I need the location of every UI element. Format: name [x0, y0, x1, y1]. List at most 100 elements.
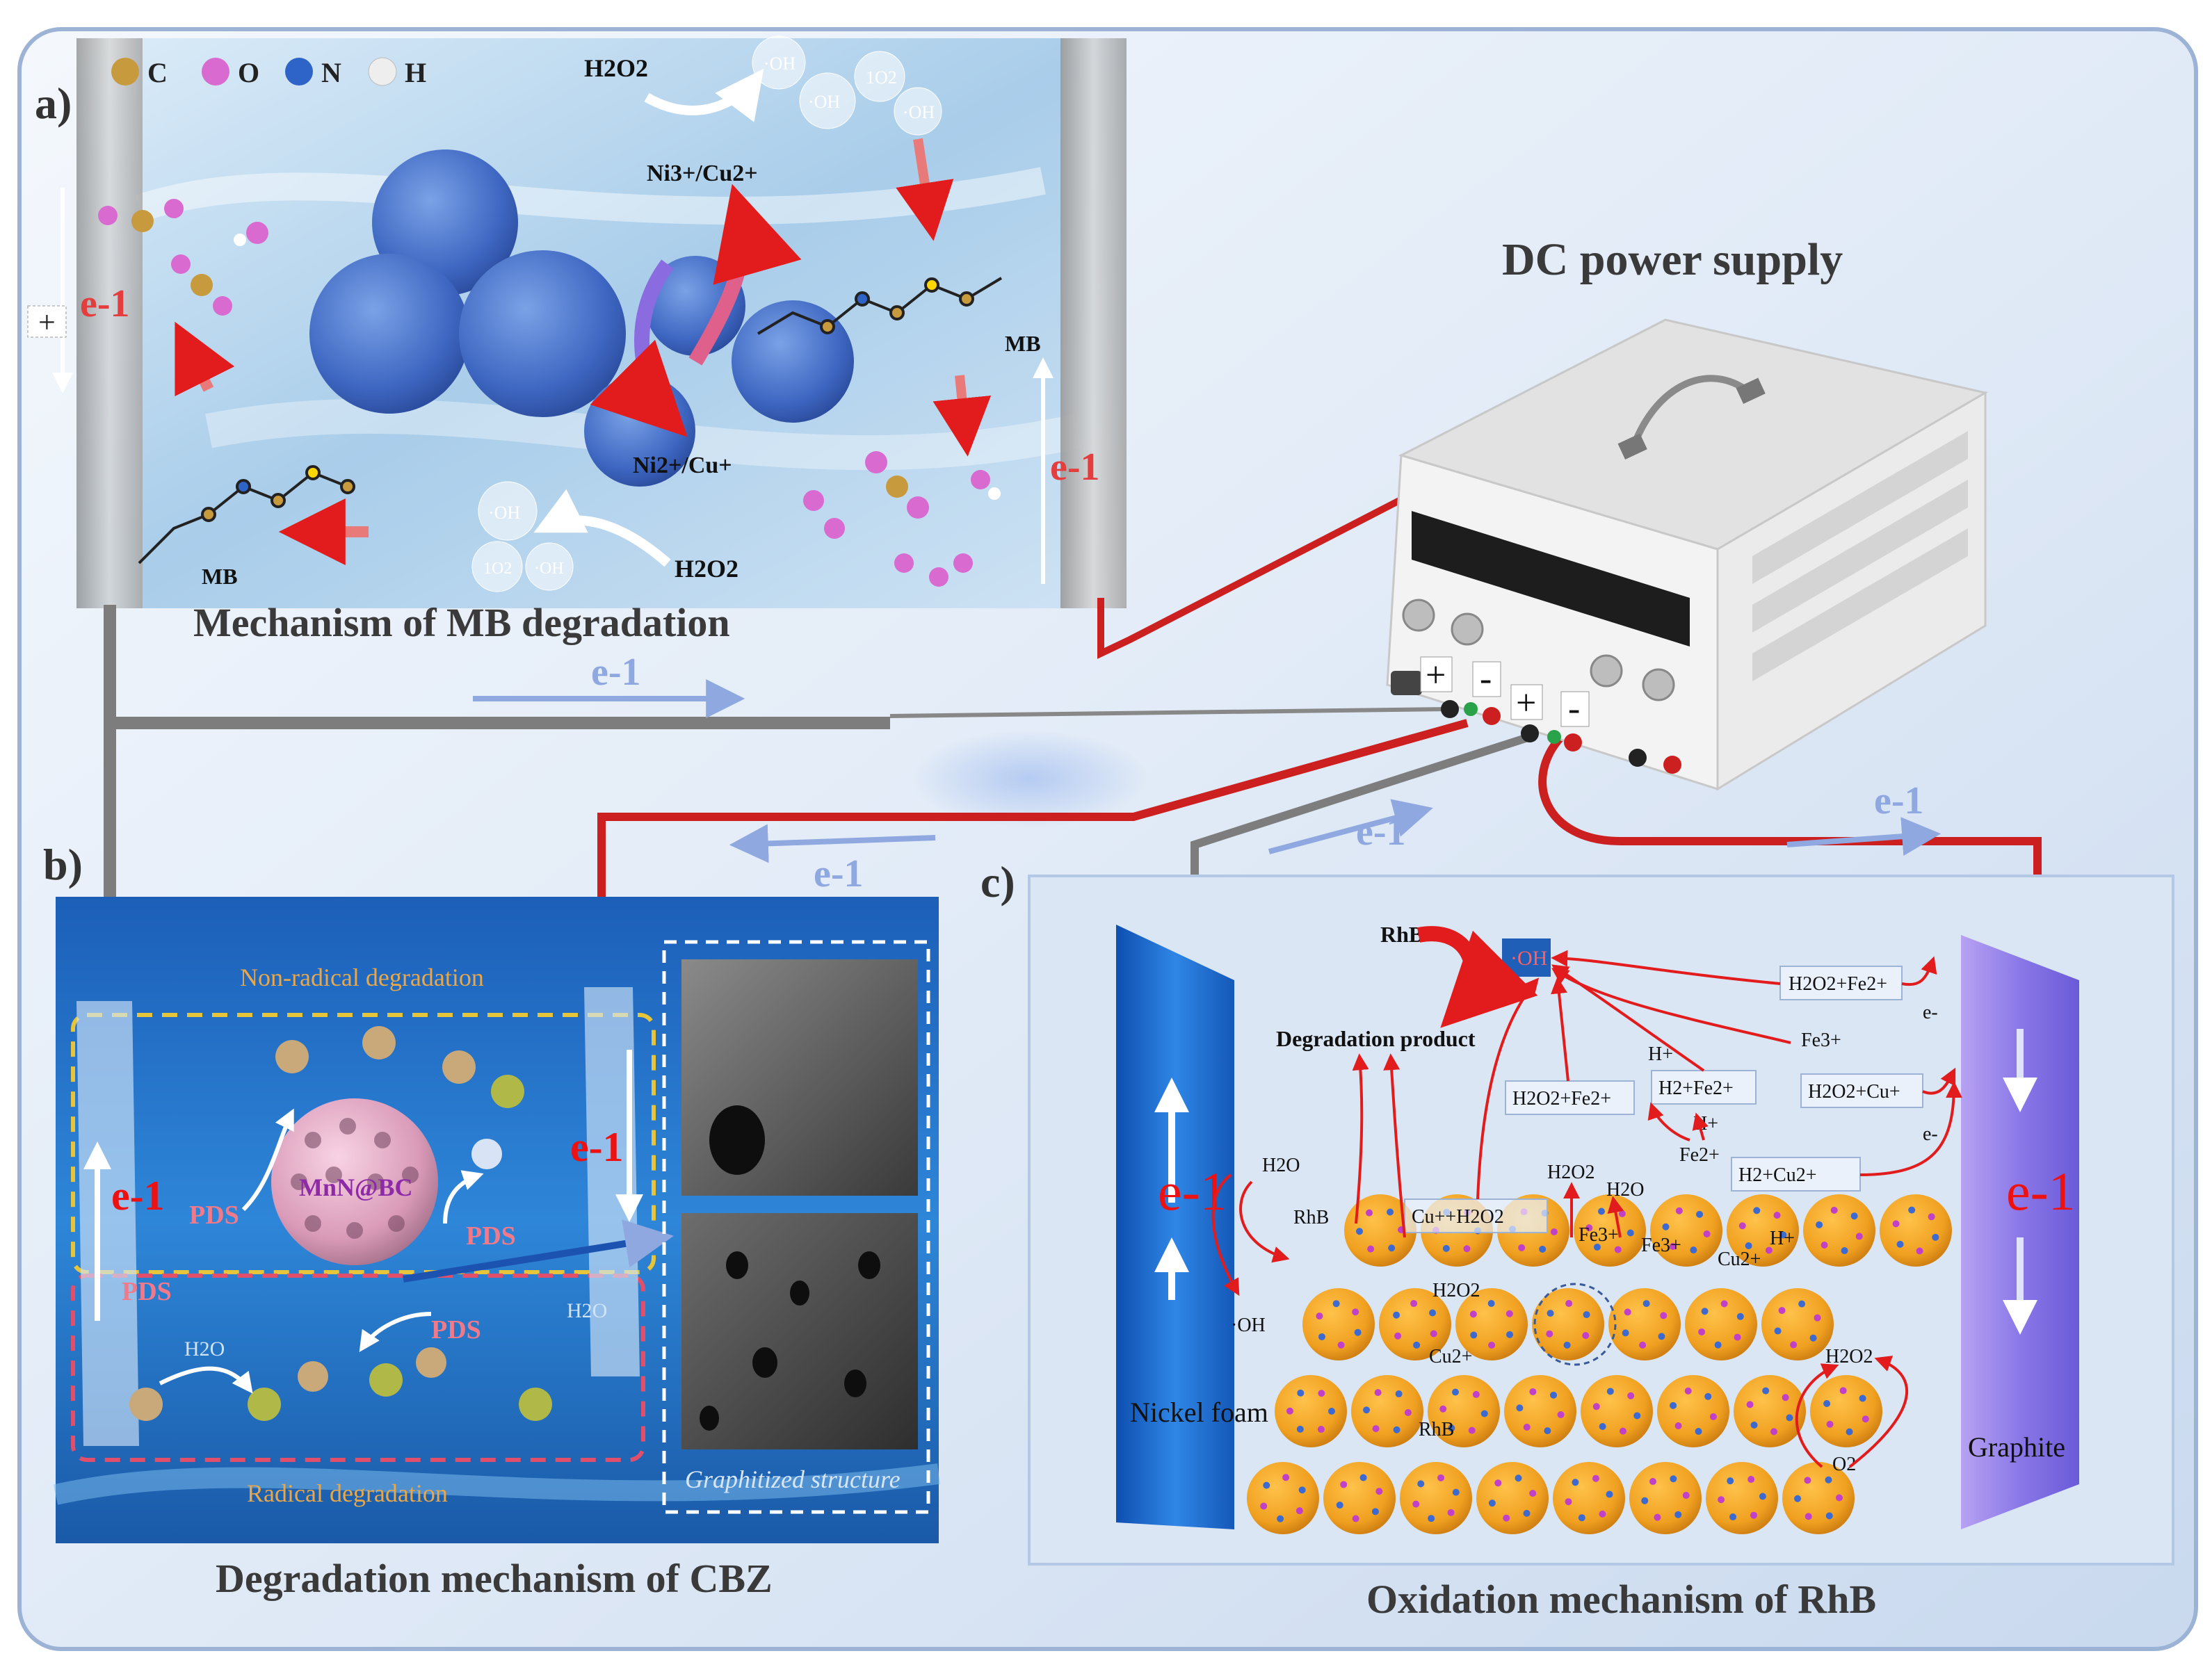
particle-dopant-dot	[1297, 1389, 1305, 1397]
particle-dopant-dot	[1372, 1425, 1380, 1433]
terminal-green-icon	[1464, 702, 1478, 716]
particle-dopant-dot	[1404, 1409, 1412, 1417]
panel-b: b) Non-radical degradation Radical degra…	[43, 840, 940, 1601]
particle-dopant-dot	[1765, 1246, 1773, 1254]
particle-dopant-dot	[1529, 1388, 1537, 1395]
particle-dopant-dot	[1393, 1426, 1400, 1433]
plus-box	[27, 305, 67, 338]
particle-dopant-dot	[1505, 1310, 1513, 1317]
particle-dopant-dot	[1448, 1424, 1455, 1432]
species-label: Cu2+	[1718, 1249, 1761, 1270]
particle-dopant-dot	[1550, 1228, 1558, 1236]
particle-dopant-dot	[1544, 1427, 1551, 1435]
sem-pore	[709, 1105, 765, 1175]
catalyst-particle	[1455, 1288, 1528, 1360]
particle-dopant-dot	[1750, 1421, 1758, 1429]
particle-dopant-dot	[1599, 1423, 1606, 1431]
catalyst-particle	[1685, 1288, 1757, 1360]
white-arrow	[241, 1108, 294, 1212]
species-label: Fe3+	[1801, 1030, 1841, 1051]
legend-label-o: O	[238, 57, 259, 88]
panel-c-caption: Oxidation mechanism of RhB	[1366, 1577, 1876, 1622]
legend-label-h: H	[405, 57, 426, 88]
particle-dopant-dot	[1599, 1510, 1606, 1518]
particle-dopant-dot	[1839, 1387, 1847, 1395]
reduction-arrow-purple	[590, 259, 688, 437]
highlighted-particle-ring	[1533, 1283, 1617, 1366]
label-h2o2-bottom: H2O2	[675, 555, 738, 583]
red-arrow	[175, 321, 235, 397]
sem-frame	[662, 940, 930, 1514]
bubble-text: 1O2	[483, 560, 512, 578]
supply-side	[1716, 391, 1987, 791]
particle-dopant-dot	[1790, 1341, 1798, 1349]
sem-pores-bottom	[700, 1251, 880, 1431]
particle-dopant-dot	[1622, 1329, 1629, 1337]
catalyst-particle	[1247, 1462, 1319, 1534]
rhb-top-label: RhB	[1380, 922, 1423, 947]
particle-dopant-dot	[1862, 1415, 1869, 1423]
particle-dopant-dot	[1614, 1246, 1622, 1253]
curved-arrow-top	[644, 68, 764, 122]
particle-dopant-dot	[1841, 1247, 1848, 1255]
particle-dopant-dot	[1660, 1312, 1668, 1319]
particle-dopant-dot	[1809, 1334, 1817, 1342]
particle-dopant-dot	[1859, 1395, 1866, 1402]
particle-dopant-dot	[1316, 1312, 1323, 1320]
particle-dopant-dot	[1388, 1244, 1396, 1252]
particle-dopant-dot	[1578, 1514, 1585, 1522]
particle-dopant-dot	[1572, 1479, 1579, 1486]
particle-dopant-dot	[1606, 1490, 1613, 1498]
rhb-attack-arrow	[1416, 926, 1538, 1028]
panel-a-caption: Mechanism of MB degradation	[193, 600, 730, 645]
catalyst-particle	[1428, 1375, 1500, 1447]
cathode-plate-b	[76, 1001, 139, 1446]
particle-dopant-dot	[1701, 1308, 1709, 1315]
particle-dopant-dot	[1298, 1486, 1306, 1494]
catalyst-particle	[1302, 1288, 1375, 1360]
particle-dopant-dot	[1597, 1208, 1605, 1215]
particle-dopant-dot	[1282, 1474, 1290, 1481]
particle-dopant-dot	[1546, 1330, 1553, 1338]
center-glow	[911, 730, 1147, 827]
water-ripple	[53, 1463, 940, 1505]
particle-dopant-dot	[1592, 1403, 1600, 1411]
non-radical-zone	[71, 1013, 656, 1274]
particle-dopant-dot	[1684, 1387, 1692, 1395]
label-h2o2-top: H2O2	[584, 54, 648, 82]
particle-dopant-dot	[1366, 1209, 1373, 1217]
electron-label-left-a: e-1	[80, 282, 130, 325]
terminal-label-minus: -	[1568, 689, 1580, 729]
particle-dopant-dot	[1928, 1213, 1935, 1221]
particle-dopant-dot	[1515, 1474, 1522, 1482]
pds-label: PDS	[431, 1315, 481, 1344]
particle-dopant-dot	[1488, 1341, 1496, 1349]
pds-label: PDS	[122, 1277, 172, 1306]
particle-dopant-dot	[1720, 1300, 1728, 1308]
particle-dopant-dot	[1709, 1413, 1717, 1420]
particle-dopant-dot	[1318, 1390, 1325, 1397]
label-mb-right: MB	[1005, 331, 1041, 356]
panel-a-letter: a)	[35, 79, 72, 128]
catalyst-particle	[1761, 1288, 1834, 1360]
particle-dopant-dot	[1582, 1332, 1590, 1340]
particle-dopant-dot	[1470, 1331, 1478, 1339]
panel-b-caption: Degradation mechanism of CBZ	[216, 1556, 773, 1601]
catalyst-particle	[1629, 1462, 1702, 1534]
red-wire-c	[1538, 733, 2042, 980]
species-label: H2O	[1262, 1155, 1300, 1176]
particle-dopant-dot	[1642, 1300, 1650, 1308]
reaction-box-text: H2O2+Fe2+	[1789, 973, 1887, 995]
legend-dot-n	[285, 58, 313, 86]
particle-dopant-dot	[1451, 1388, 1459, 1396]
catalyst-particle	[1532, 1288, 1604, 1360]
terminal-red-icon	[1564, 733, 1582, 751]
reaction-box: H2+Cu2+	[1731, 1157, 1861, 1192]
reaction-box: Cu++H2O2	[1404, 1198, 1548, 1233]
catalyst-particle	[1400, 1462, 1472, 1534]
particle-dopant-dot	[1896, 1240, 1904, 1248]
particle-dopant-dot	[1794, 1495, 1802, 1502]
particle-dopant-dot	[1916, 1247, 1923, 1255]
electron-flow-arrow	[1268, 799, 1433, 854]
particle-dopant-dot	[1736, 1312, 1744, 1320]
